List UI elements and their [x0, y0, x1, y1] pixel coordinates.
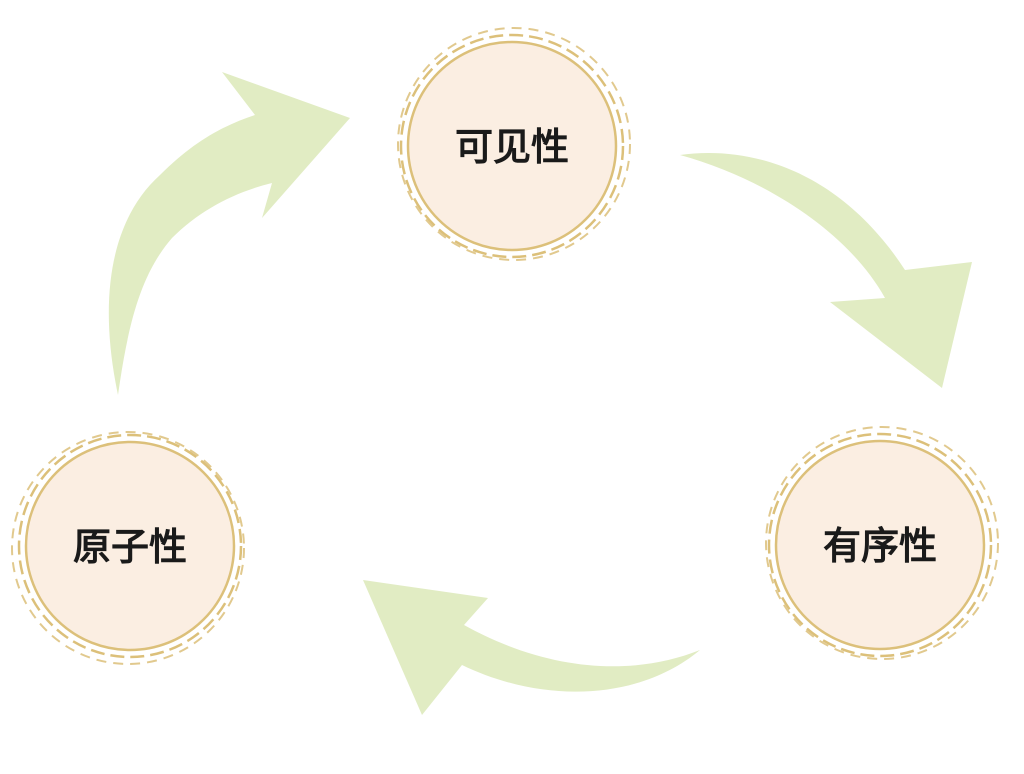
node-visibility-circle [408, 42, 616, 250]
arrows [108, 72, 972, 715]
arrow-visibility-to-ordering [680, 152, 972, 388]
node-atomicity: 原子性 [11, 431, 245, 665]
arrow-atomicity-to-visibility [108, 72, 350, 395]
node-visibility: 可见性 [397, 27, 631, 261]
node-ordering-circle [776, 441, 984, 649]
arrow-ordering-to-atomicity [363, 580, 700, 715]
node-atomicity-label: 原子性 [73, 525, 187, 569]
node-visibility-label: 可见性 [455, 125, 569, 169]
node-atomicity-circle [26, 442, 234, 650]
node-ordering-label: 有序性 [823, 524, 937, 568]
node-ordering: 有序性 [765, 426, 999, 660]
